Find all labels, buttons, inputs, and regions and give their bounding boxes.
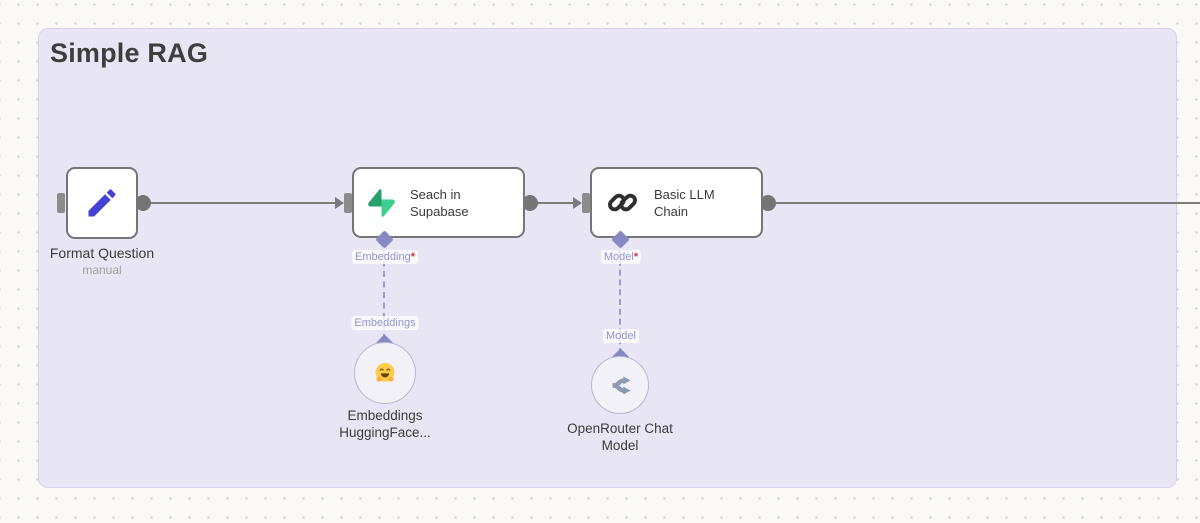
port-label-model: Model* xyxy=(600,250,642,264)
pencil-icon xyxy=(84,185,120,221)
chain-link-icon xyxy=(606,186,639,219)
input-port-format-question[interactable] xyxy=(57,193,65,213)
node-embeddings-huggingface[interactable] xyxy=(354,342,416,404)
node-subtitle-format-question: manual xyxy=(82,263,122,277)
node-label-line1: OpenRouter Chat xyxy=(567,421,673,436)
node-label-format-question: Format Question xyxy=(49,245,155,261)
connection-arrowhead xyxy=(573,197,582,209)
node-search-supabase[interactable]: Seach in Supabase xyxy=(352,167,525,238)
connection-supabase-to-llm[interactable] xyxy=(530,202,573,204)
connection-llm-output[interactable] xyxy=(768,202,1200,204)
node-label-line2: Model xyxy=(601,438,639,453)
node-title-supabase: Seach in Supabase xyxy=(410,186,469,220)
node-title-llm-chain: Basic LLM Chain xyxy=(654,186,715,219)
port-label-text: Embedding xyxy=(355,251,411,263)
input-port-supabase[interactable] xyxy=(344,193,352,213)
connection-label-embeddings: Embeddings xyxy=(351,316,419,330)
connection-label-model: Model xyxy=(603,329,639,343)
node-openrouter-chat-model[interactable] xyxy=(591,356,649,414)
required-asterisk: * xyxy=(410,251,415,263)
node-label-embeddings-huggingface: Embeddings HuggingFace... xyxy=(339,407,431,441)
output-port-supabase[interactable] xyxy=(522,195,538,211)
node-title-line1: Seach in xyxy=(410,186,461,202)
node-label-line1: Embeddings xyxy=(347,408,423,423)
supabase-icon xyxy=(368,188,395,217)
connection-format-to-supabase[interactable] xyxy=(143,202,336,204)
connection-model-dashed[interactable] xyxy=(619,250,621,354)
openrouter-icon xyxy=(607,372,634,399)
node-label-openrouter-chat-model: OpenRouter Chat Model xyxy=(567,420,673,454)
port-label-text: Model xyxy=(603,251,634,263)
node-label-line2: HuggingFace... xyxy=(339,425,431,440)
port-label-embedding: Embedding* xyxy=(352,250,418,264)
node-format-question[interactable] xyxy=(66,167,138,239)
input-port-llm-chain[interactable] xyxy=(582,193,590,213)
connection-embeddings-dashed[interactable] xyxy=(383,250,385,340)
huggingface-icon xyxy=(372,360,398,386)
output-port-format-question[interactable] xyxy=(135,195,151,211)
output-port-llm-chain[interactable] xyxy=(760,195,776,211)
connection-arrowhead xyxy=(335,197,344,209)
group-title: Simple RAG xyxy=(50,38,209,68)
required-asterisk: * xyxy=(633,251,639,263)
node-basic-llm-chain[interactable]: Basic LLM Chain xyxy=(590,167,763,238)
node-title-line2: Supabase xyxy=(410,203,469,219)
